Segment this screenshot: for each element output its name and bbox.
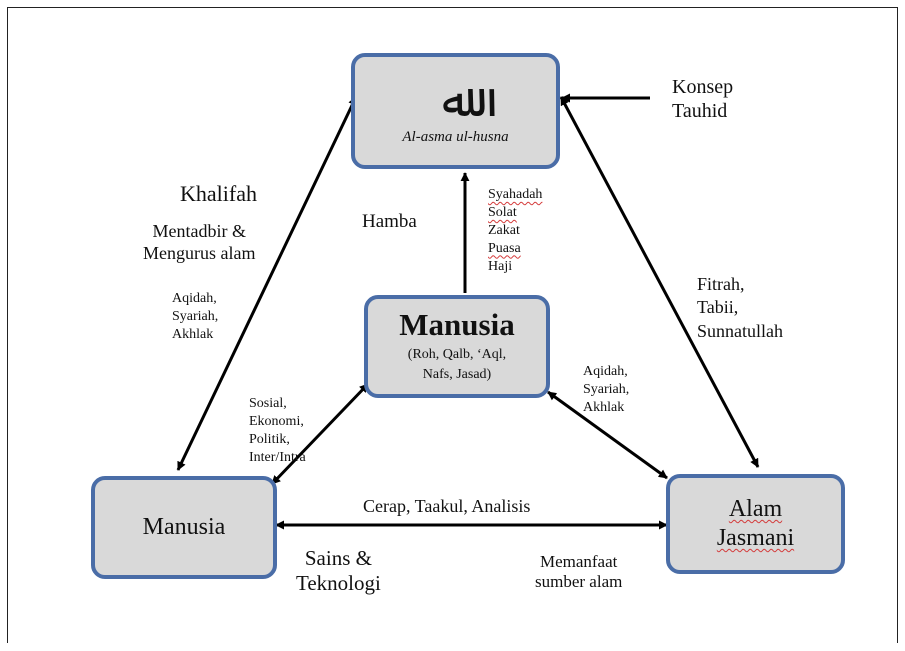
aqidah-right-line-2: Syariah, — [583, 381, 630, 397]
manusia-left-box: Manusia — [91, 476, 277, 579]
arrow-sosial — [270, 382, 370, 486]
fitrah-line-1: Fitrah, — [697, 274, 745, 294]
asma-ul-husna-caption: Al-asma ul-husna — [402, 128, 509, 145]
mentadbir-line-2: Mengurus alam — [143, 242, 256, 263]
aqidah-left-line-2: Syariah, — [172, 308, 219, 324]
sosial-line-4: Inter/Intra — [249, 449, 306, 465]
sains-line-1: Sains & — [304, 546, 372, 570]
sains-line-2: Teknologi — [296, 571, 381, 596]
fitrah-label: Fitrah, Tabii, Sunnatullah — [697, 273, 783, 343]
allah-calligraphy: ﷲ — [442, 72, 469, 127]
memanfaat-label: Memanfaat sumber alam — [535, 552, 622, 593]
ibadah-list: Syahadah Solat Zakat Puasa Haji — [488, 186, 542, 276]
sains-label: Sains & Teknologi — [296, 546, 381, 596]
aqidah-left-line-3: Akhlak — [172, 326, 214, 342]
diagram-frame — [7, 7, 898, 643]
zakat-item: Zakat — [488, 222, 520, 238]
puasa-item: Puasa — [488, 240, 521, 256]
fitrah-line-3: Sunnatullah — [697, 320, 783, 341]
aqidah-left-line-1: Aqidah, — [172, 291, 217, 306]
alam-jasmani-box: Alam Jasmani — [666, 474, 845, 574]
sosial-line-2: Ekonomi, — [249, 413, 304, 429]
arrow-fitrah — [559, 96, 760, 468]
konsep-tauhid-label: Konsep Tauhid — [672, 75, 733, 123]
aqidah-left-label: Aqidah, Syariah, Akhlak — [172, 290, 218, 344]
konsep-line: Konsep — [672, 76, 734, 98]
syahadah-item: Syahadah — [488, 187, 543, 202]
alam-jasmani-title: Alam Jasmani — [717, 495, 794, 553]
manusia-center-title: Manusia — [399, 306, 515, 342]
aqidah-right-line-1: Aqidah, — [583, 364, 628, 379]
components-line-1: (Roh, Qalb, ‘Aql, — [407, 347, 507, 363]
mentadbir-label: Mentadbir & Mengurus alam — [143, 221, 255, 264]
allah-box: ﷲ Al-asma ul-husna — [351, 53, 560, 169]
khalifah-label: Khalifah — [180, 181, 257, 206]
fitrah-line-2: Tabii, — [697, 297, 739, 318]
components-line-2: Nafs, Jasad) — [422, 366, 492, 382]
manusia-center-components: (Roh, Qalb, ‘Aql, Nafs, Jasad) — [408, 345, 506, 384]
solat-item: Solat — [488, 204, 517, 220]
arrow-khalifah — [176, 96, 358, 471]
jasmani-line: Jasmani — [716, 525, 795, 551]
sosial-line-3: Politik, — [249, 431, 290, 447]
memanfaat-line-1: Memanfaat — [539, 552, 618, 571]
mentadbir-line-1: Mentadbir & — [152, 221, 246, 241]
haji-item: Haji — [488, 258, 513, 274]
sosial-label: Sosial, Ekonomi, Politik, Inter/Intra — [249, 395, 306, 467]
cerap-label: Cerap, Taakul, Analisis — [363, 496, 531, 516]
aqidah-right-line-3: Akhlak — [583, 399, 625, 415]
tauhid-line: Tauhid — [672, 100, 728, 122]
manusia-left-title: Manusia — [142, 514, 226, 540]
arrow-aqidah-right — [547, 390, 668, 480]
alam-line: Alam — [728, 496, 783, 523]
memanfaat-line-2: sumber alam — [535, 572, 623, 592]
sosial-line-1: Sosial, — [249, 396, 287, 411]
manusia-center-box: Manusia (Roh, Qalb, ‘Aql, Nafs, Jasad) — [364, 295, 550, 398]
hamba-label: Hamba — [362, 211, 417, 232]
aqidah-right-label: Aqidah, Syariah, Akhlak — [583, 363, 629, 417]
